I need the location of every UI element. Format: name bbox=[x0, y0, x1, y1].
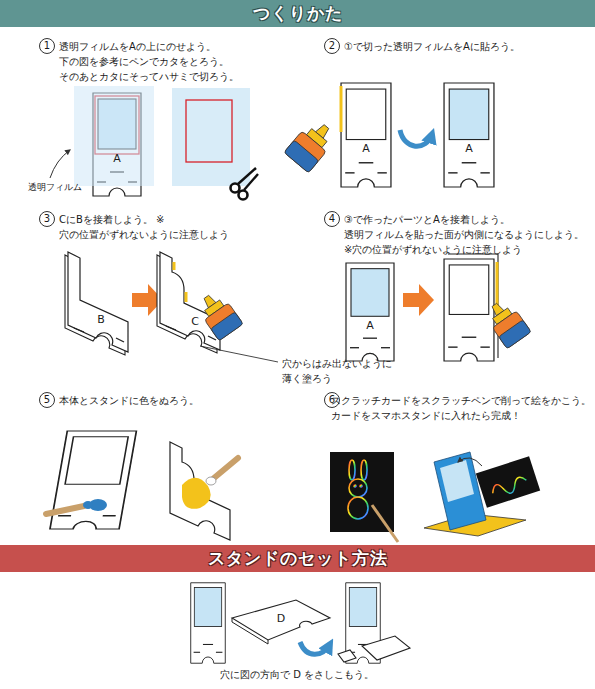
scissors bbox=[231, 168, 259, 200]
step6-illustration-part bbox=[348, 460, 368, 519]
step3-illustration-part bbox=[185, 292, 188, 302]
step3-illustration-part bbox=[68, 252, 128, 352]
number-text: 4 bbox=[329, 214, 335, 224]
step6-illustration-part bbox=[458, 458, 482, 466]
step1-illustration-part bbox=[74, 86, 154, 186]
step5-illustration-part-part bbox=[170, 442, 230, 540]
step1-illustration-part bbox=[186, 100, 232, 162]
step6-illustration-part bbox=[476, 456, 540, 508]
step2-illustration-part bbox=[284, 116, 339, 173]
step4-illustration-part bbox=[482, 296, 531, 348]
step6-illustration-part bbox=[372, 505, 398, 542]
title-heading: つくりかた bbox=[0, 0, 595, 27]
step3-illustration bbox=[65, 252, 278, 362]
part-letter: A bbox=[465, 142, 473, 155]
step6-illustration-part-part bbox=[348, 497, 368, 519]
scissors-part bbox=[244, 174, 258, 190]
step-text: ①で切った透明フィルムをAに貼ろう。 bbox=[344, 39, 520, 54]
instruction-text: 穴に図の方向で D をさしこもう。 bbox=[220, 669, 374, 681]
scissors-part bbox=[231, 184, 240, 193]
step-text: CにBを接着しよう。 ※穴の位置がずれないように注意しよう bbox=[59, 212, 229, 242]
step5-illustration-part bbox=[46, 506, 84, 514]
set-illustration bbox=[191, 583, 410, 663]
step-text: スクラッチカードをスクラッチペンで削って絵をかこう。 カードをスマホスタンドに入… bbox=[331, 393, 591, 423]
step4-illustration-part bbox=[346, 263, 394, 361]
scissors-part bbox=[238, 168, 256, 184]
step5-illustration-part bbox=[206, 477, 216, 485]
step-text: ③で作ったパーツとAを接着しよう。 透明フィルムを貼った面が内側になるようにしよ… bbox=[344, 212, 584, 257]
step-number: 5 bbox=[39, 392, 55, 408]
step-text: 本体とスタンドに色をぬろう。 bbox=[59, 393, 199, 408]
step3-illustration-part bbox=[116, 338, 124, 342]
step6-illustration bbox=[330, 452, 540, 542]
number-text: 5 bbox=[44, 395, 50, 405]
part-letter: C bbox=[191, 315, 199, 328]
number-text: 1 bbox=[44, 41, 50, 51]
callout-label: 透明フィルム bbox=[28, 182, 82, 193]
step3-illustration-part bbox=[74, 328, 84, 332]
step5-illustration-part bbox=[83, 501, 93, 509]
part-letter: A bbox=[362, 142, 370, 155]
step4-illustration bbox=[346, 254, 531, 361]
number-text: 3 bbox=[44, 214, 50, 224]
set-illustration-part bbox=[191, 583, 226, 663]
step6-illustration-part-part bbox=[476, 456, 540, 508]
step-text: 透明フィルムをAの上にのせよう。 下の図を参考にペンでカタをとろう。 そのあとカ… bbox=[59, 39, 239, 84]
step2-illustration-part bbox=[341, 83, 391, 187]
step3-illustration-part bbox=[200, 346, 278, 362]
section-band: スタンドのセット方法 bbox=[0, 545, 595, 572]
set-illustration-part bbox=[232, 618, 268, 644]
step3-illustration-part bbox=[208, 336, 216, 340]
note-text: 穴からはみ出ないように 薄く塗ろう bbox=[282, 356, 392, 386]
step1-illustration bbox=[50, 86, 250, 196]
step2-illustration-part bbox=[400, 130, 432, 146]
step6-illustration-part-part bbox=[349, 460, 355, 480]
step2-illustration-part bbox=[444, 83, 494, 187]
set-illustration-part bbox=[232, 600, 330, 640]
step6-illustration-part-part bbox=[354, 485, 356, 487]
step5-illustration-part bbox=[214, 458, 238, 478]
step6-illustration-part-part bbox=[491, 475, 529, 498]
step4-illustration-part bbox=[403, 284, 434, 316]
step4-illustration-part bbox=[444, 259, 494, 361]
step5-illustration-part bbox=[50, 431, 136, 529]
number-text: 2 bbox=[329, 41, 335, 51]
step5-illustration-part bbox=[170, 442, 230, 540]
step2-illustration-part bbox=[340, 86, 343, 132]
set-illustration-part bbox=[300, 642, 330, 654]
step1-illustration-part bbox=[172, 88, 250, 186]
step6-illustration-part bbox=[440, 460, 474, 502]
step5-illustration-part-part bbox=[50, 431, 136, 529]
set-illustration-part bbox=[362, 636, 410, 660]
step2-illustration bbox=[284, 83, 494, 187]
step3-illustration-part bbox=[173, 262, 176, 270]
part-letter: A bbox=[113, 152, 121, 165]
step6-illustration-part-part bbox=[360, 485, 362, 487]
step-number: 4 bbox=[324, 211, 340, 227]
part-letter: B bbox=[97, 313, 105, 326]
step1-illustration-part bbox=[50, 150, 70, 178]
step3-illustration-part bbox=[166, 326, 176, 330]
part-letter: D bbox=[277, 612, 285, 625]
step-number: 3 bbox=[39, 211, 55, 227]
step-number: 2 bbox=[324, 38, 340, 54]
step6-illustration-part-part bbox=[349, 479, 367, 497]
step6-illustration-part-part bbox=[361, 460, 367, 480]
step3-illustration-part bbox=[194, 288, 243, 340]
title-band bbox=[0, 0, 595, 27]
band-text: スタンドのセット方法 bbox=[208, 547, 388, 570]
step6-illustration-part bbox=[330, 452, 394, 532]
part-letter: A bbox=[366, 319, 374, 332]
step-number: 1 bbox=[39, 38, 55, 54]
step6-illustration-part bbox=[434, 452, 486, 530]
set-illustration-part bbox=[338, 650, 356, 662]
scissors-part bbox=[239, 191, 248, 200]
step5-illustration bbox=[46, 431, 238, 540]
